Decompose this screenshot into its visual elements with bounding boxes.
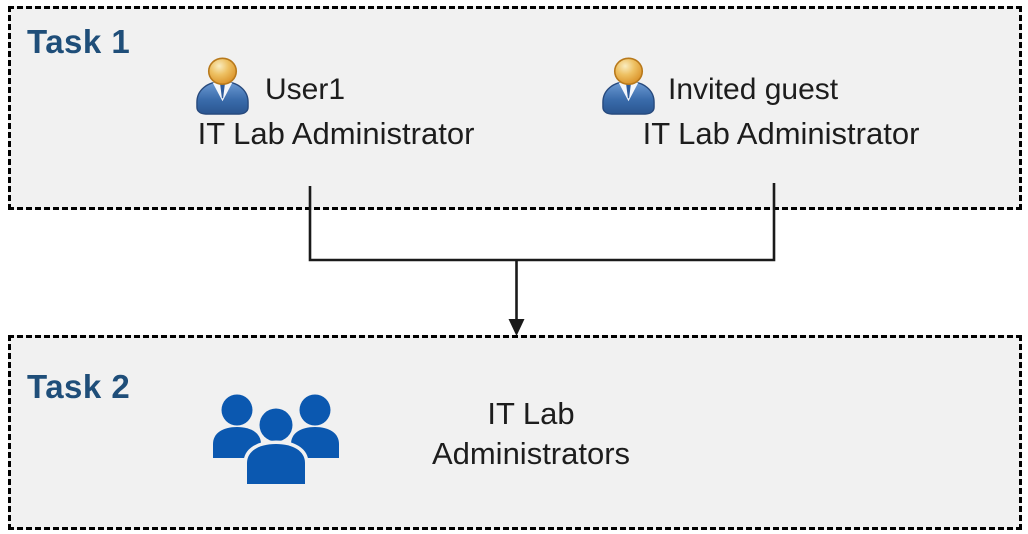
person-icon xyxy=(196,57,249,115)
task2-label: Task 2 xyxy=(27,368,131,405)
member2-role: IT Lab Administrator xyxy=(642,116,920,151)
member2-name: Invited guest xyxy=(668,73,839,106)
people-group-icon xyxy=(213,394,339,484)
person-icon xyxy=(602,57,655,115)
task1-label: Task 1 xyxy=(27,23,131,60)
group-name: IT Lab Administrators xyxy=(341,394,721,474)
group-name-line1: IT Lab xyxy=(487,396,575,431)
member1-role: IT Lab Administrator xyxy=(197,116,475,151)
group-name-line2: Administrators xyxy=(431,436,631,471)
member1-name: User1 xyxy=(265,73,346,106)
task2-box: Task 2 IT Lab Administrators xyxy=(8,335,1022,530)
task1-box: Task 1 User1 IT Lab Administrato xyxy=(8,6,1022,210)
arrowhead-down-icon xyxy=(508,319,525,336)
